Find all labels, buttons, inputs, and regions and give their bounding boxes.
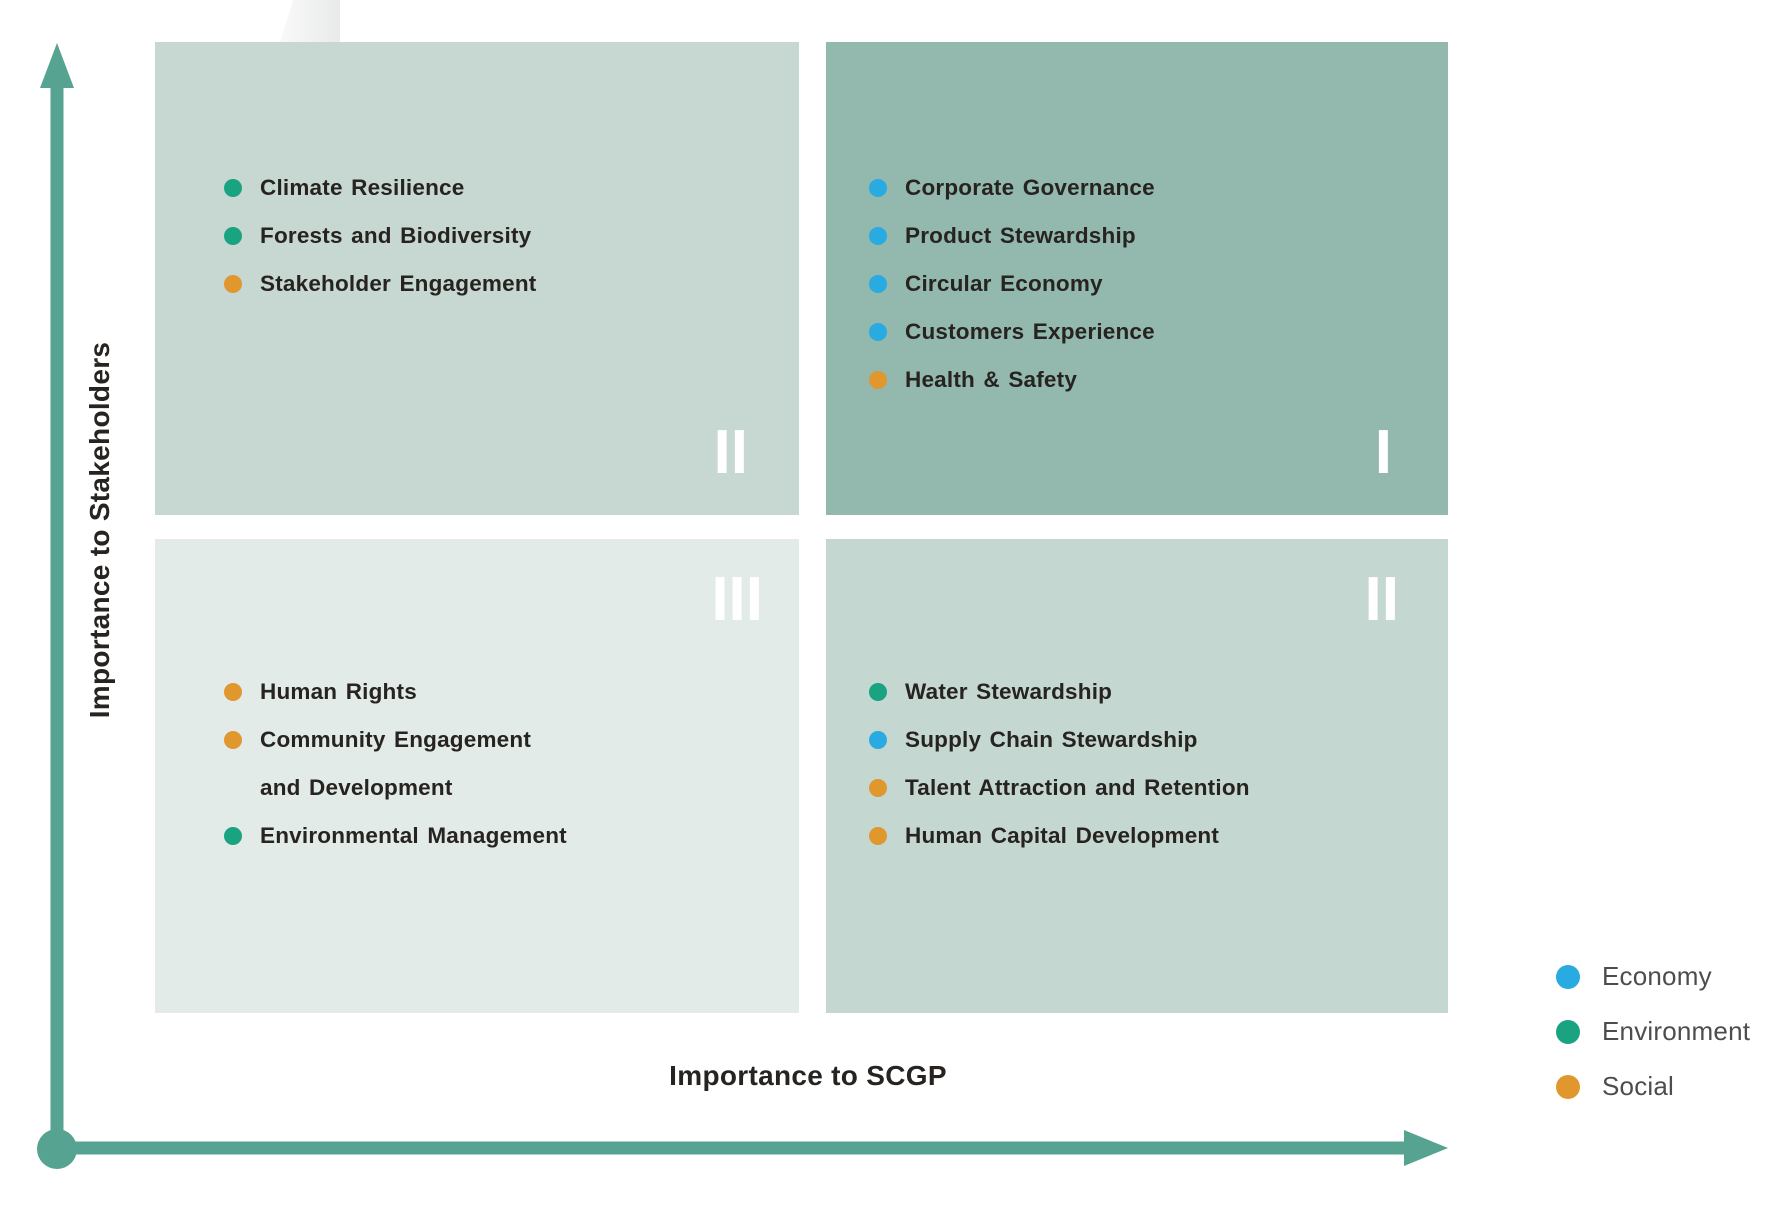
category-dot-economy-icon	[869, 323, 887, 341]
category-dot-social-icon	[224, 731, 242, 749]
category-dot-economy-icon	[869, 731, 887, 749]
matrix-item: Talent Attraction and Retention	[869, 764, 1448, 812]
axis-origin-dot	[37, 1129, 77, 1169]
y-axis-label: Importance to Stakeholders	[84, 341, 115, 719]
item-label: Circular Economy	[905, 271, 1103, 296]
legend-label: Environment	[1602, 1016, 1751, 1046]
category-dot-social-icon	[869, 371, 887, 389]
category-dot-social-icon	[224, 275, 242, 293]
item-label: Supply Chain Stewardship	[905, 727, 1198, 752]
category-dot-economy-icon	[869, 227, 887, 245]
legend-label: Economy	[1602, 961, 1712, 991]
legend-dot-environment-icon	[1556, 1019, 1580, 1044]
matrix-item: Community Engagement and Development	[224, 716, 799, 812]
item-label: Community Engagement and Development	[260, 727, 532, 800]
legend-item: Social	[1556, 1059, 1750, 1114]
item-label: Human Rights	[260, 679, 417, 704]
item-label: Customers Experience	[905, 319, 1155, 344]
category-dot-economy-icon	[869, 275, 887, 293]
legend-dot-social-icon	[1556, 1074, 1580, 1099]
matrix-item: Supply Chain Stewardship	[869, 716, 1448, 764]
category-dot-social-icon	[869, 827, 887, 845]
item-label: Talent Attraction and Retention	[905, 775, 1250, 800]
y-axis-arrowhead-icon	[40, 43, 74, 88]
category-dot-environment-icon	[224, 179, 242, 197]
matrix-item: Customers Experience	[869, 308, 1448, 356]
item-label: Climate Resilience	[260, 175, 465, 200]
item-label: Human Capital Development	[905, 823, 1220, 848]
matrix-item: Environmental Management	[224, 812, 799, 860]
matrix-item: Corporate Governance	[869, 164, 1448, 212]
legend-item: Environment	[1556, 1004, 1750, 1059]
legend-label: Social	[1602, 1071, 1675, 1101]
matrix-item: Water Stewardship	[869, 668, 1448, 716]
category-dot-social-icon	[224, 683, 242, 701]
matrix-item: Health & Safety	[869, 356, 1448, 404]
matrix-item: Forests and Biodiversity	[224, 212, 799, 260]
quadrant-numeral: I	[1374, 418, 1392, 487]
quadrant-numeral: II	[1364, 565, 1399, 634]
item-label: Corporate Governance	[905, 175, 1155, 200]
category-dot-economy-icon	[869, 179, 887, 197]
category-dot-environment-icon	[224, 227, 242, 245]
quadrant-numeral: II	[713, 418, 748, 487]
legend-item: Economy	[1556, 949, 1750, 1004]
matrix-item: Human Capital Development	[869, 812, 1448, 860]
category-dot-environment-icon	[224, 827, 242, 845]
x-axis-arrowhead-icon	[1404, 1130, 1448, 1166]
item-label: Forests and Biodiversity	[260, 223, 532, 248]
matrix-item: Product Stewardship	[869, 212, 1448, 260]
matrix-item: Climate Resilience	[224, 164, 799, 212]
item-label: Stakeholder Engagement	[260, 271, 537, 296]
category-dot-environment-icon	[869, 683, 887, 701]
matrix-item: Stakeholder Engagement	[224, 260, 799, 308]
item-label: Product Stewardship	[905, 223, 1136, 248]
legend-dot-economy-icon	[1556, 964, 1580, 989]
category-dot-social-icon	[869, 779, 887, 797]
x-axis-label: Importance to SCGP	[669, 1060, 947, 1091]
matrix-item: Human Rights	[224, 668, 799, 716]
quadrant-numeral: III	[711, 565, 763, 634]
item-label: Environmental Management	[260, 823, 567, 848]
matrix-item: Circular Economy	[869, 260, 1448, 308]
item-label: Health & Safety	[905, 367, 1078, 392]
item-label: Water Stewardship	[905, 679, 1113, 704]
